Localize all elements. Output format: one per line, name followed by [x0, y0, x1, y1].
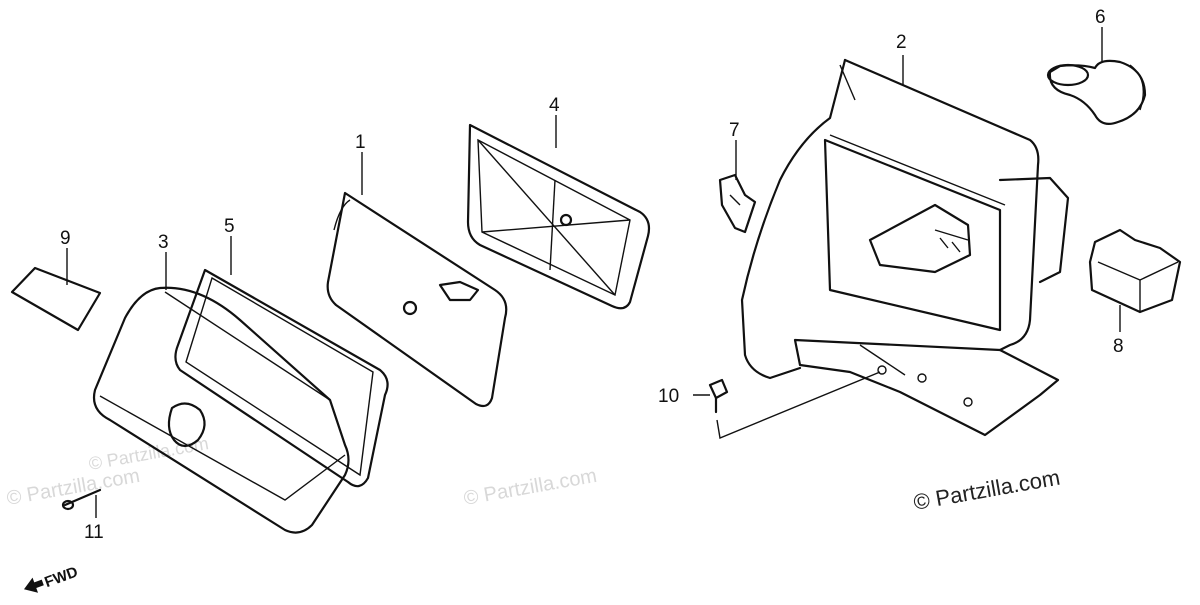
fwd-arrow: FWD	[23, 563, 80, 593]
part-9-label	[10, 266, 102, 332]
part-6-tube	[1046, 59, 1147, 125]
part-8-cap	[1088, 228, 1182, 314]
copyright-text: © Partzilla.com	[912, 465, 1062, 515]
part-10-bolt	[708, 371, 881, 439]
callout-11: 11	[84, 522, 104, 543]
watermark: © Partzilla.com	[87, 433, 210, 474]
part-11-screw	[61, 488, 102, 511]
callout-1: 1	[355, 132, 366, 153]
callout-10: 10	[658, 386, 679, 407]
callout-2: 2	[896, 32, 907, 53]
callout-3: 3	[158, 232, 169, 253]
callout-5: 5	[224, 216, 235, 237]
callout-6: 6	[1095, 7, 1106, 28]
part-4-holder	[466, 123, 651, 310]
callout-8: 8	[1113, 336, 1124, 357]
fwd-label: FWD	[42, 563, 80, 591]
part-5-gasket	[174, 268, 389, 488]
callout-4: 4	[549, 95, 560, 116]
part-1-element	[326, 191, 508, 408]
part-3-cover	[92, 286, 350, 534]
part-7-clip	[718, 173, 757, 234]
watermark: © Partzilla.com	[462, 465, 599, 510]
callout-9: 9	[60, 228, 71, 249]
part-2-case	[740, 58, 1070, 437]
callout-7: 7	[729, 120, 740, 141]
